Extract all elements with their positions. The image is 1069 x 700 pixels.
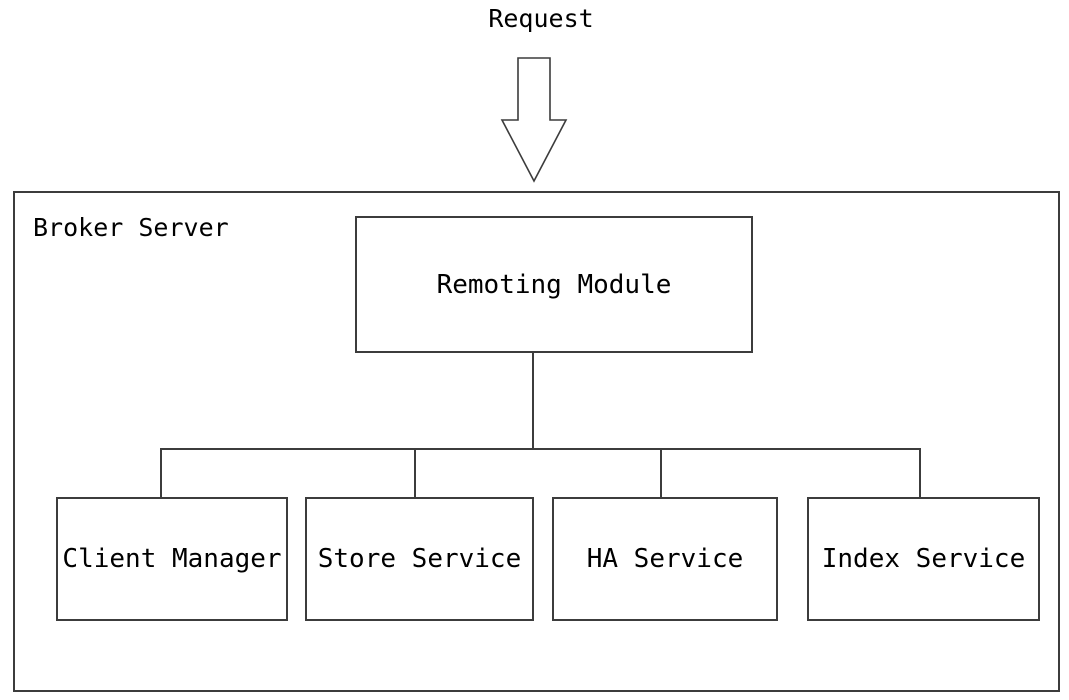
connector-stub-ha-service	[660, 448, 662, 497]
request-label: Request	[488, 4, 594, 33]
connector-stub-store-service	[414, 448, 416, 497]
connector-branch-line	[160, 448, 921, 450]
down-arrow-icon	[500, 57, 568, 183]
store-service-box: Store Service	[305, 497, 534, 621]
store-service-label: Store Service	[317, 544, 522, 574]
broker-server-title: Broker Server	[33, 213, 229, 242]
connector-trunk-line	[532, 353, 534, 449]
ha-service-label: HA Service	[586, 544, 744, 574]
connector-stub-client-manager	[160, 448, 162, 497]
ha-service-box: HA Service	[552, 497, 778, 621]
client-manager-label: Client Manager	[62, 544, 282, 574]
client-manager-box: Client Manager	[56, 497, 288, 621]
remoting-module-box: Remoting Module	[355, 216, 753, 353]
index-service-label: Index Service	[821, 544, 1026, 574]
connector-stub-index-service	[919, 448, 921, 497]
index-service-box: Index Service	[807, 497, 1040, 621]
remoting-module-label: Remoting Module	[436, 269, 672, 300]
